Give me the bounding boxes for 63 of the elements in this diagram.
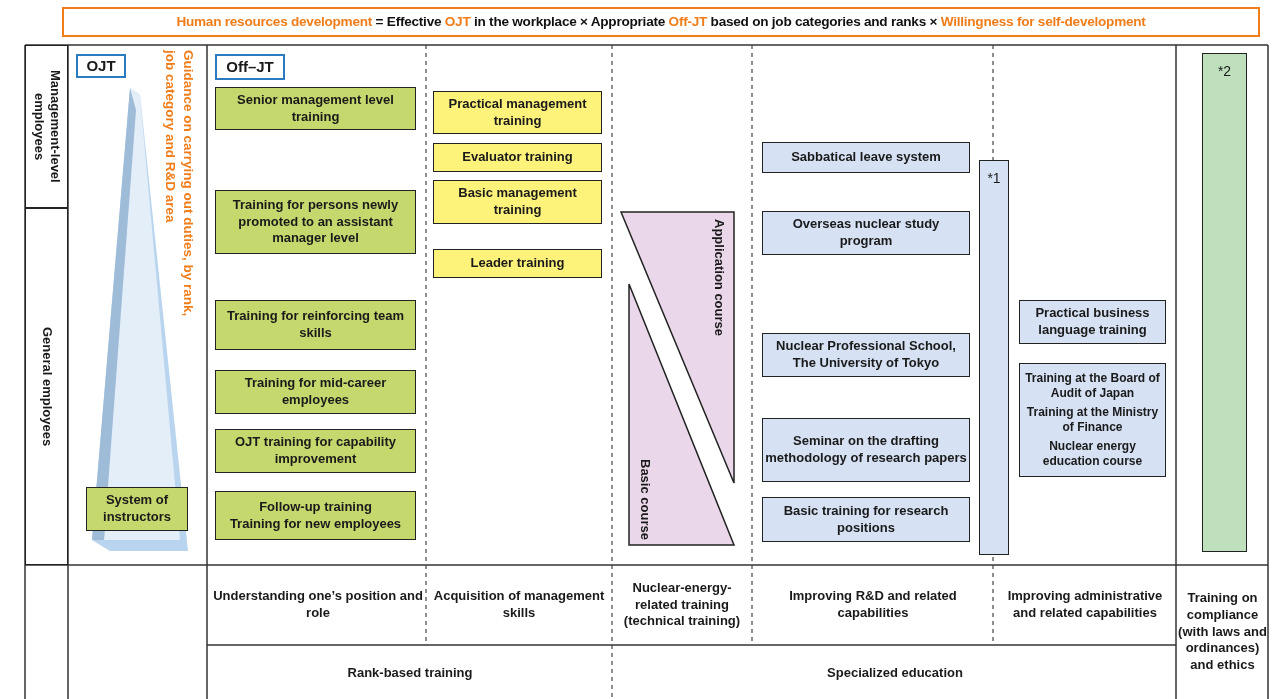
training-box (1019, 363, 1166, 477)
training-box (86, 487, 188, 531)
training-name: Training for mid-career employees (243, 375, 388, 409)
training-name: Overseas nuclear study program (791, 216, 941, 250)
category-label: Understanding one’s position and role (212, 587, 424, 622)
training-box (215, 87, 416, 130)
bracket-bar (979, 160, 1009, 555)
training-name: Training at the Ministry of Finance (1025, 405, 1160, 435)
category-label: Acquisition of management skills (432, 587, 606, 622)
header-text: Management-level employees (30, 69, 65, 185)
category-label: Rank-based training (346, 663, 474, 682)
training-name: Basic course (636, 459, 654, 540)
category-label: Improving R&D and related capabilities (788, 587, 958, 622)
category-label: Specialized education (826, 663, 964, 682)
training-box (215, 190, 416, 254)
row-header (25, 208, 68, 565)
category-label: Nuclear-energy-related training (technical training) (622, 578, 742, 631)
training-box (762, 497, 970, 542)
training-box (215, 370, 416, 414)
training-name: Senior management level training (236, 91, 395, 126)
footnote-mark: *1 (986, 169, 1002, 188)
row-header (25, 45, 68, 208)
header-text: Off–JT (225, 57, 275, 77)
training-name: Training for persons newly promoted to an assistant manager level (231, 196, 400, 248)
training-box (1019, 300, 1166, 344)
training-box (433, 180, 602, 224)
training-box (433, 91, 602, 134)
training-name: Basic training for research positions (782, 502, 950, 537)
training-box (433, 249, 602, 278)
footnote-mark: *2 (1216, 62, 1233, 81)
training-name: Training for reinforcing team skills (226, 308, 405, 342)
training-name: Nuclear Professional School, The University of Tokyo (775, 338, 957, 372)
training-name: Training at the Board of Audit of Japan (1024, 371, 1161, 401)
training-name: Follow-up training (258, 498, 373, 516)
training-box (762, 333, 970, 377)
training-name: Application course (711, 219, 728, 337)
training-name: Leader training (469, 255, 566, 272)
training-name: Seminar on the drafting methodology of research papers (764, 433, 968, 467)
training-name: Sabbatical leave system (790, 149, 942, 166)
training-box (762, 418, 970, 482)
training-name: System of instructors (102, 492, 172, 526)
bracket-bar (1202, 53, 1247, 552)
training-box (433, 143, 602, 172)
title-banner: Human resources development = Effective OJT in the workplace × Appropriate Off-JT based on job categories and ranks × Willingness for self-development (62, 7, 1260, 37)
training-name: Practical business language training (1034, 305, 1151, 339)
training-name: Nuclear energy education course (1041, 439, 1144, 469)
training-name: Practical management training (447, 95, 588, 130)
training-box (762, 211, 970, 255)
training-box (215, 491, 416, 540)
guidance-note: Guidance on carrying out duties, by rank, job category and R&D area (162, 50, 197, 319)
category-label: Training on compliance (with laws and ordinances) and ethics (1178, 588, 1267, 675)
training-name: Evaluator training (461, 149, 574, 166)
category-label: Improving administrative and related capabilities (1006, 587, 1164, 622)
training-name: Basic management training (457, 185, 578, 219)
section-tag (215, 54, 285, 80)
header-text: General employees (38, 326, 56, 447)
training-box (215, 429, 416, 473)
training-box (762, 142, 970, 173)
section-tag (76, 54, 126, 78)
training-box (215, 300, 416, 350)
training-name: Training for new employees (228, 515, 403, 533)
training-name: OJT training for capability improvement (233, 434, 398, 468)
header-text: OJT (85, 56, 117, 76)
